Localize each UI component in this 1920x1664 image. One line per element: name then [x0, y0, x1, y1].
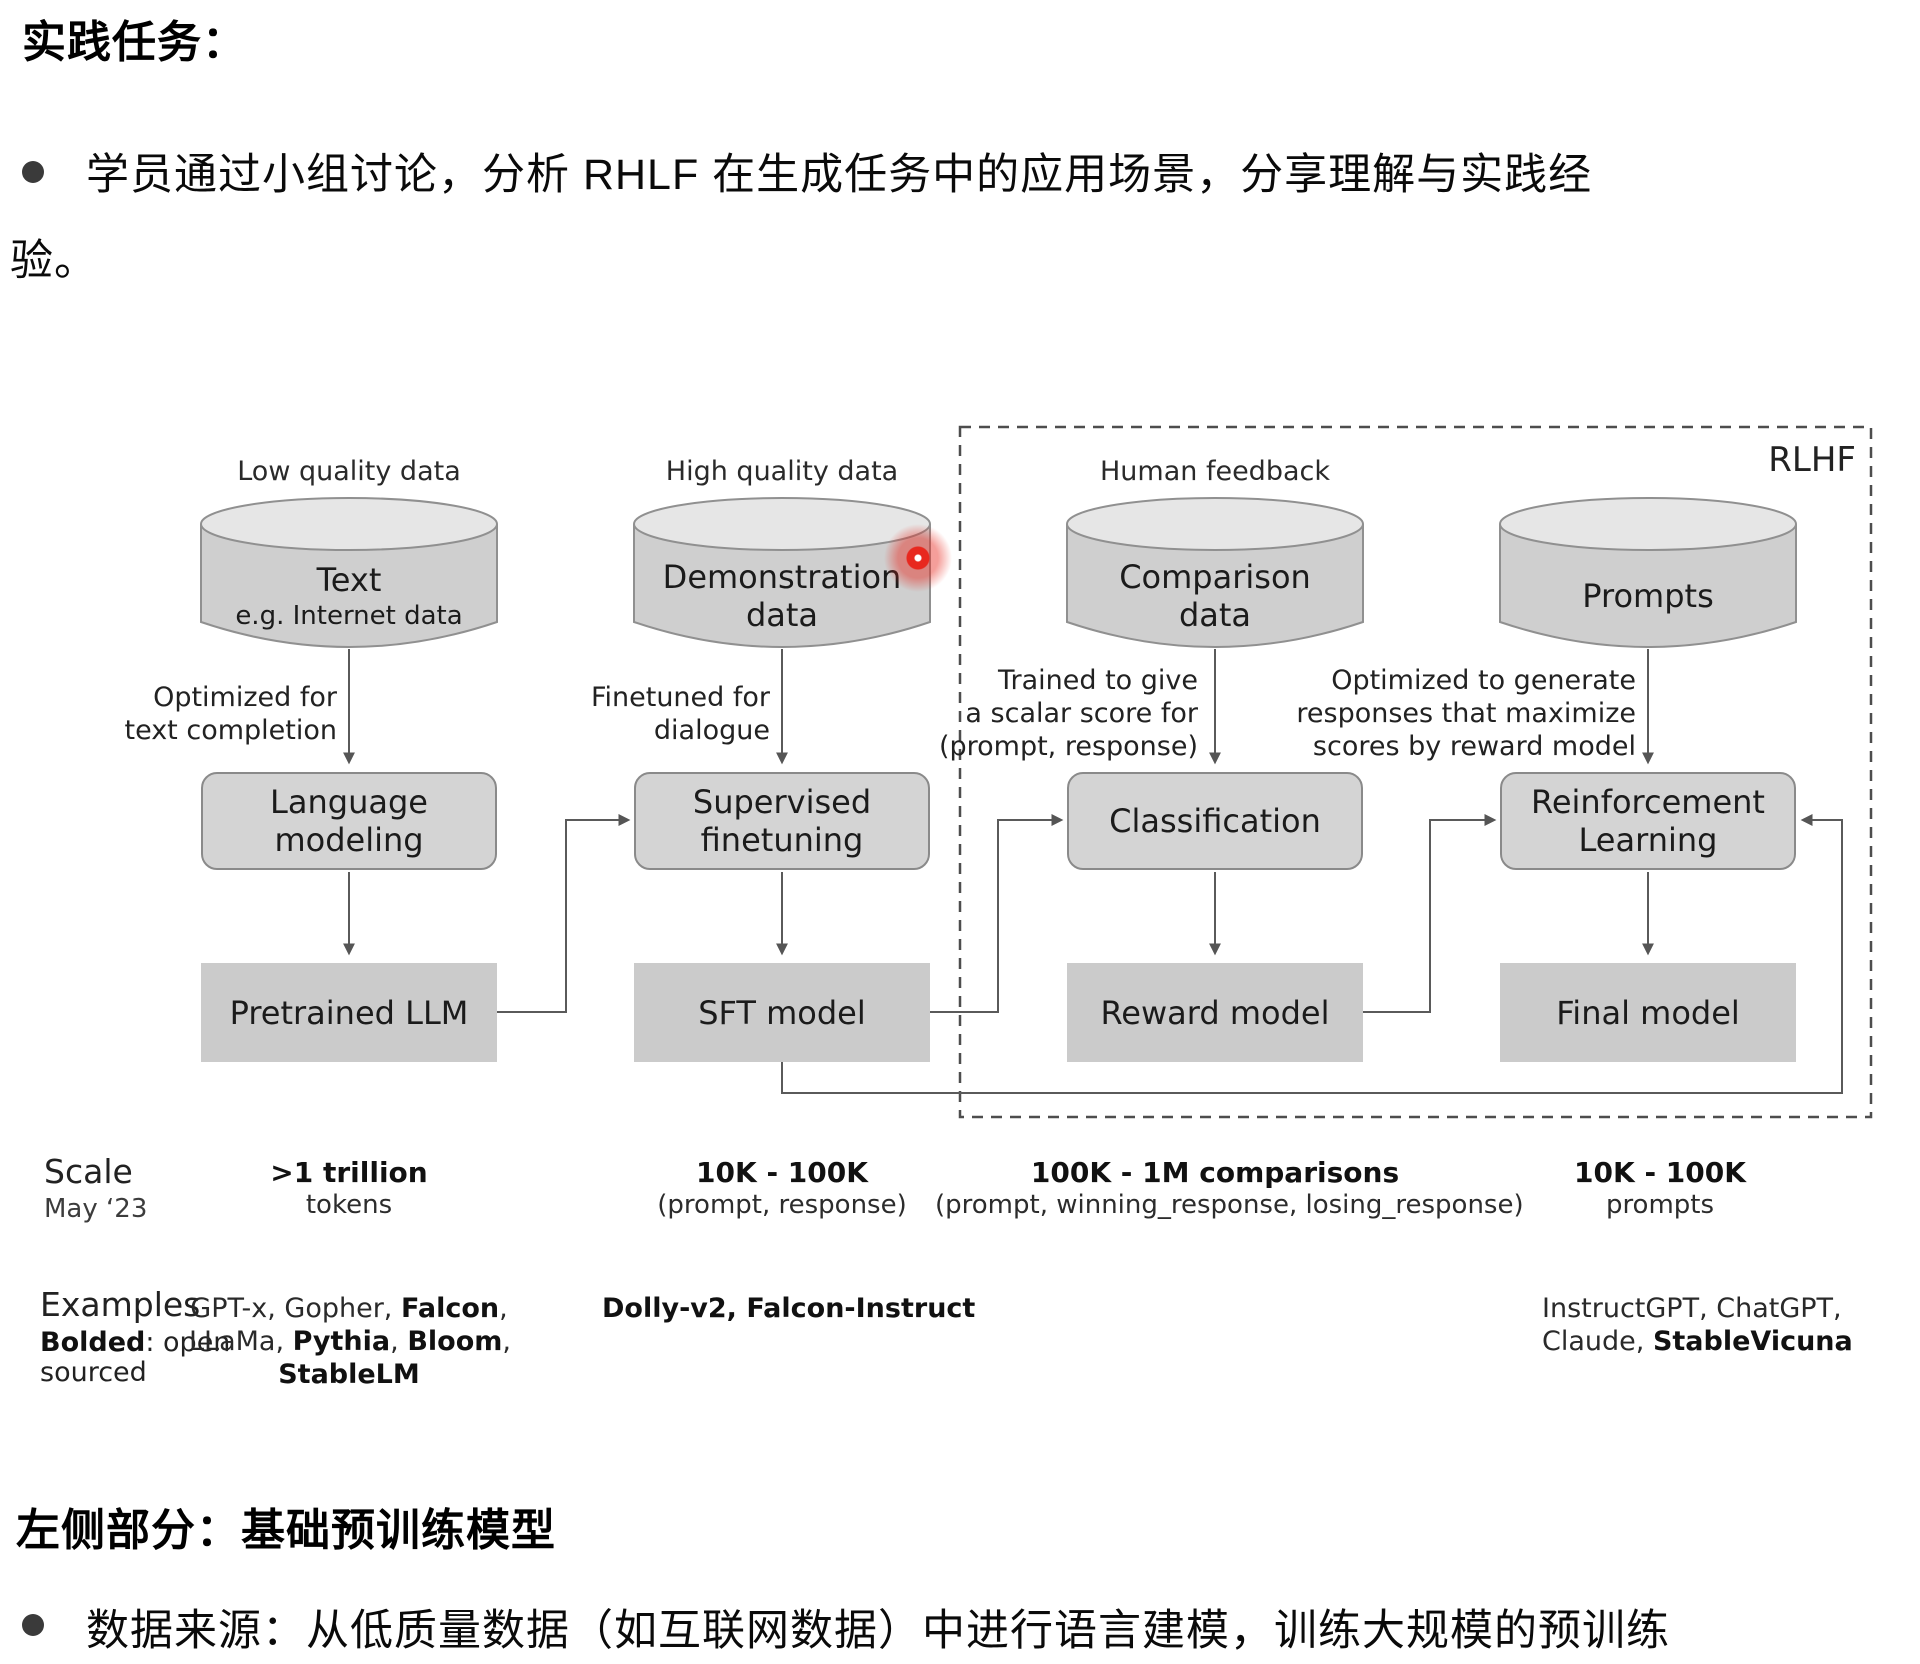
prompts-cylinder-label: Prompts — [1582, 577, 1714, 615]
scale-heading: Scale — [44, 1152, 133, 1191]
page-title: 实践任务： — [22, 18, 247, 67]
section-bullet-marker — [22, 1614, 44, 1636]
section-heading: 左侧部分：基础预训练模型 — [16, 1506, 556, 1555]
section-bullet-line1: 数据来源：从低质量数据（如互联网数据）中进行语言建模，训练大规模的预训练 — [86, 1607, 1670, 1655]
scale-col4-value: 10K - 100K — [1574, 1156, 1746, 1189]
scale-col1-value: >1 trillion — [270, 1156, 428, 1189]
scale-date: May ‘23 — [44, 1194, 148, 1224]
comparison-data-cylinder — [1066, 497, 1364, 648]
flow-arrows-bottom — [343, 872, 1654, 956]
rlhf-dashed-box — [958, 425, 1873, 1119]
text-data-cylinder — [200, 497, 498, 648]
column1-top-label: Low quality data — [237, 456, 461, 487]
intro-bullet-line1: 学员通过小组讨论，分析 RHLF 在生成任务中的应用场景，分享理解与实践经 — [86, 151, 1593, 199]
flow-arrows-top — [343, 649, 1654, 765]
demonstration-data-cylinder — [633, 497, 931, 648]
supervised-finetuning-box: Supervised finetuning — [634, 772, 930, 870]
examples-note-line1: Bolded: open — [40, 1327, 231, 1358]
text-cylinder-label: Text e.g. Internet data — [235, 561, 463, 631]
reinforcement-learning-box: Reinforcement Learning — [1500, 772, 1796, 870]
scale-col3-value: 100K - 1M comparisons — [1030, 1156, 1400, 1189]
demonstration-cylinder-label: Demonstration data — [662, 558, 902, 634]
reward-model-box: Reward model — [1067, 963, 1363, 1062]
column2-note: Finetuned for dialogue — [590, 682, 770, 746]
rlhf-region-label: RLHF — [1768, 440, 1856, 480]
examples-heading: Examples — [40, 1285, 201, 1324]
stage-connectors — [497, 814, 1843, 1094]
scale-col2-unit: (prompt, response) — [657, 1190, 907, 1220]
examples-col1: GPT-x, Gopher, Falcon, LLaMa, Pythia, Bl… — [189, 1293, 511, 1390]
scale-col3-unit: (prompt, winning_response, losing_respon… — [935, 1190, 1524, 1220]
column2-top-label: High quality data — [665, 456, 899, 487]
language-modeling-box: Language modeling — [201, 772, 497, 870]
column4-note: Optimized to generate responses that max… — [1296, 665, 1636, 762]
sft-to-rl-connector — [781, 814, 1843, 1094]
prompts-cylinder — [1499, 497, 1797, 648]
intro-bullet-line2: 验。 — [10, 237, 98, 285]
scale-col2-value: 10K - 100K — [696, 1156, 868, 1189]
column3-top-label: Human feedback — [1100, 456, 1330, 487]
red-click-marker — [880, 520, 956, 596]
scale-col4-unit: prompts — [1605, 1190, 1715, 1220]
column3-note: Trained to give a scalar score for (prom… — [938, 665, 1198, 762]
scale-col1-unit: tokens — [305, 1190, 393, 1220]
examples-note-line2: sourced — [40, 1357, 147, 1388]
classification-box: Classification — [1067, 772, 1363, 870]
bullet-marker — [22, 161, 44, 183]
sft-model-box: SFT model — [634, 963, 930, 1062]
examples-col4: InstructGPT, ChatGPT, Claude, StableVicu… — [1542, 1293, 1853, 1357]
column1-note: Optimized for text completion — [124, 682, 337, 746]
examples-col2: Dolly-v2, Falcon-Instruct — [602, 1293, 976, 1324]
final-model-box: Final model — [1500, 963, 1796, 1062]
comparison-cylinder-label: Comparison data — [1119, 558, 1311, 634]
pretrained-llm-box: Pretrained LLM — [201, 963, 497, 1062]
